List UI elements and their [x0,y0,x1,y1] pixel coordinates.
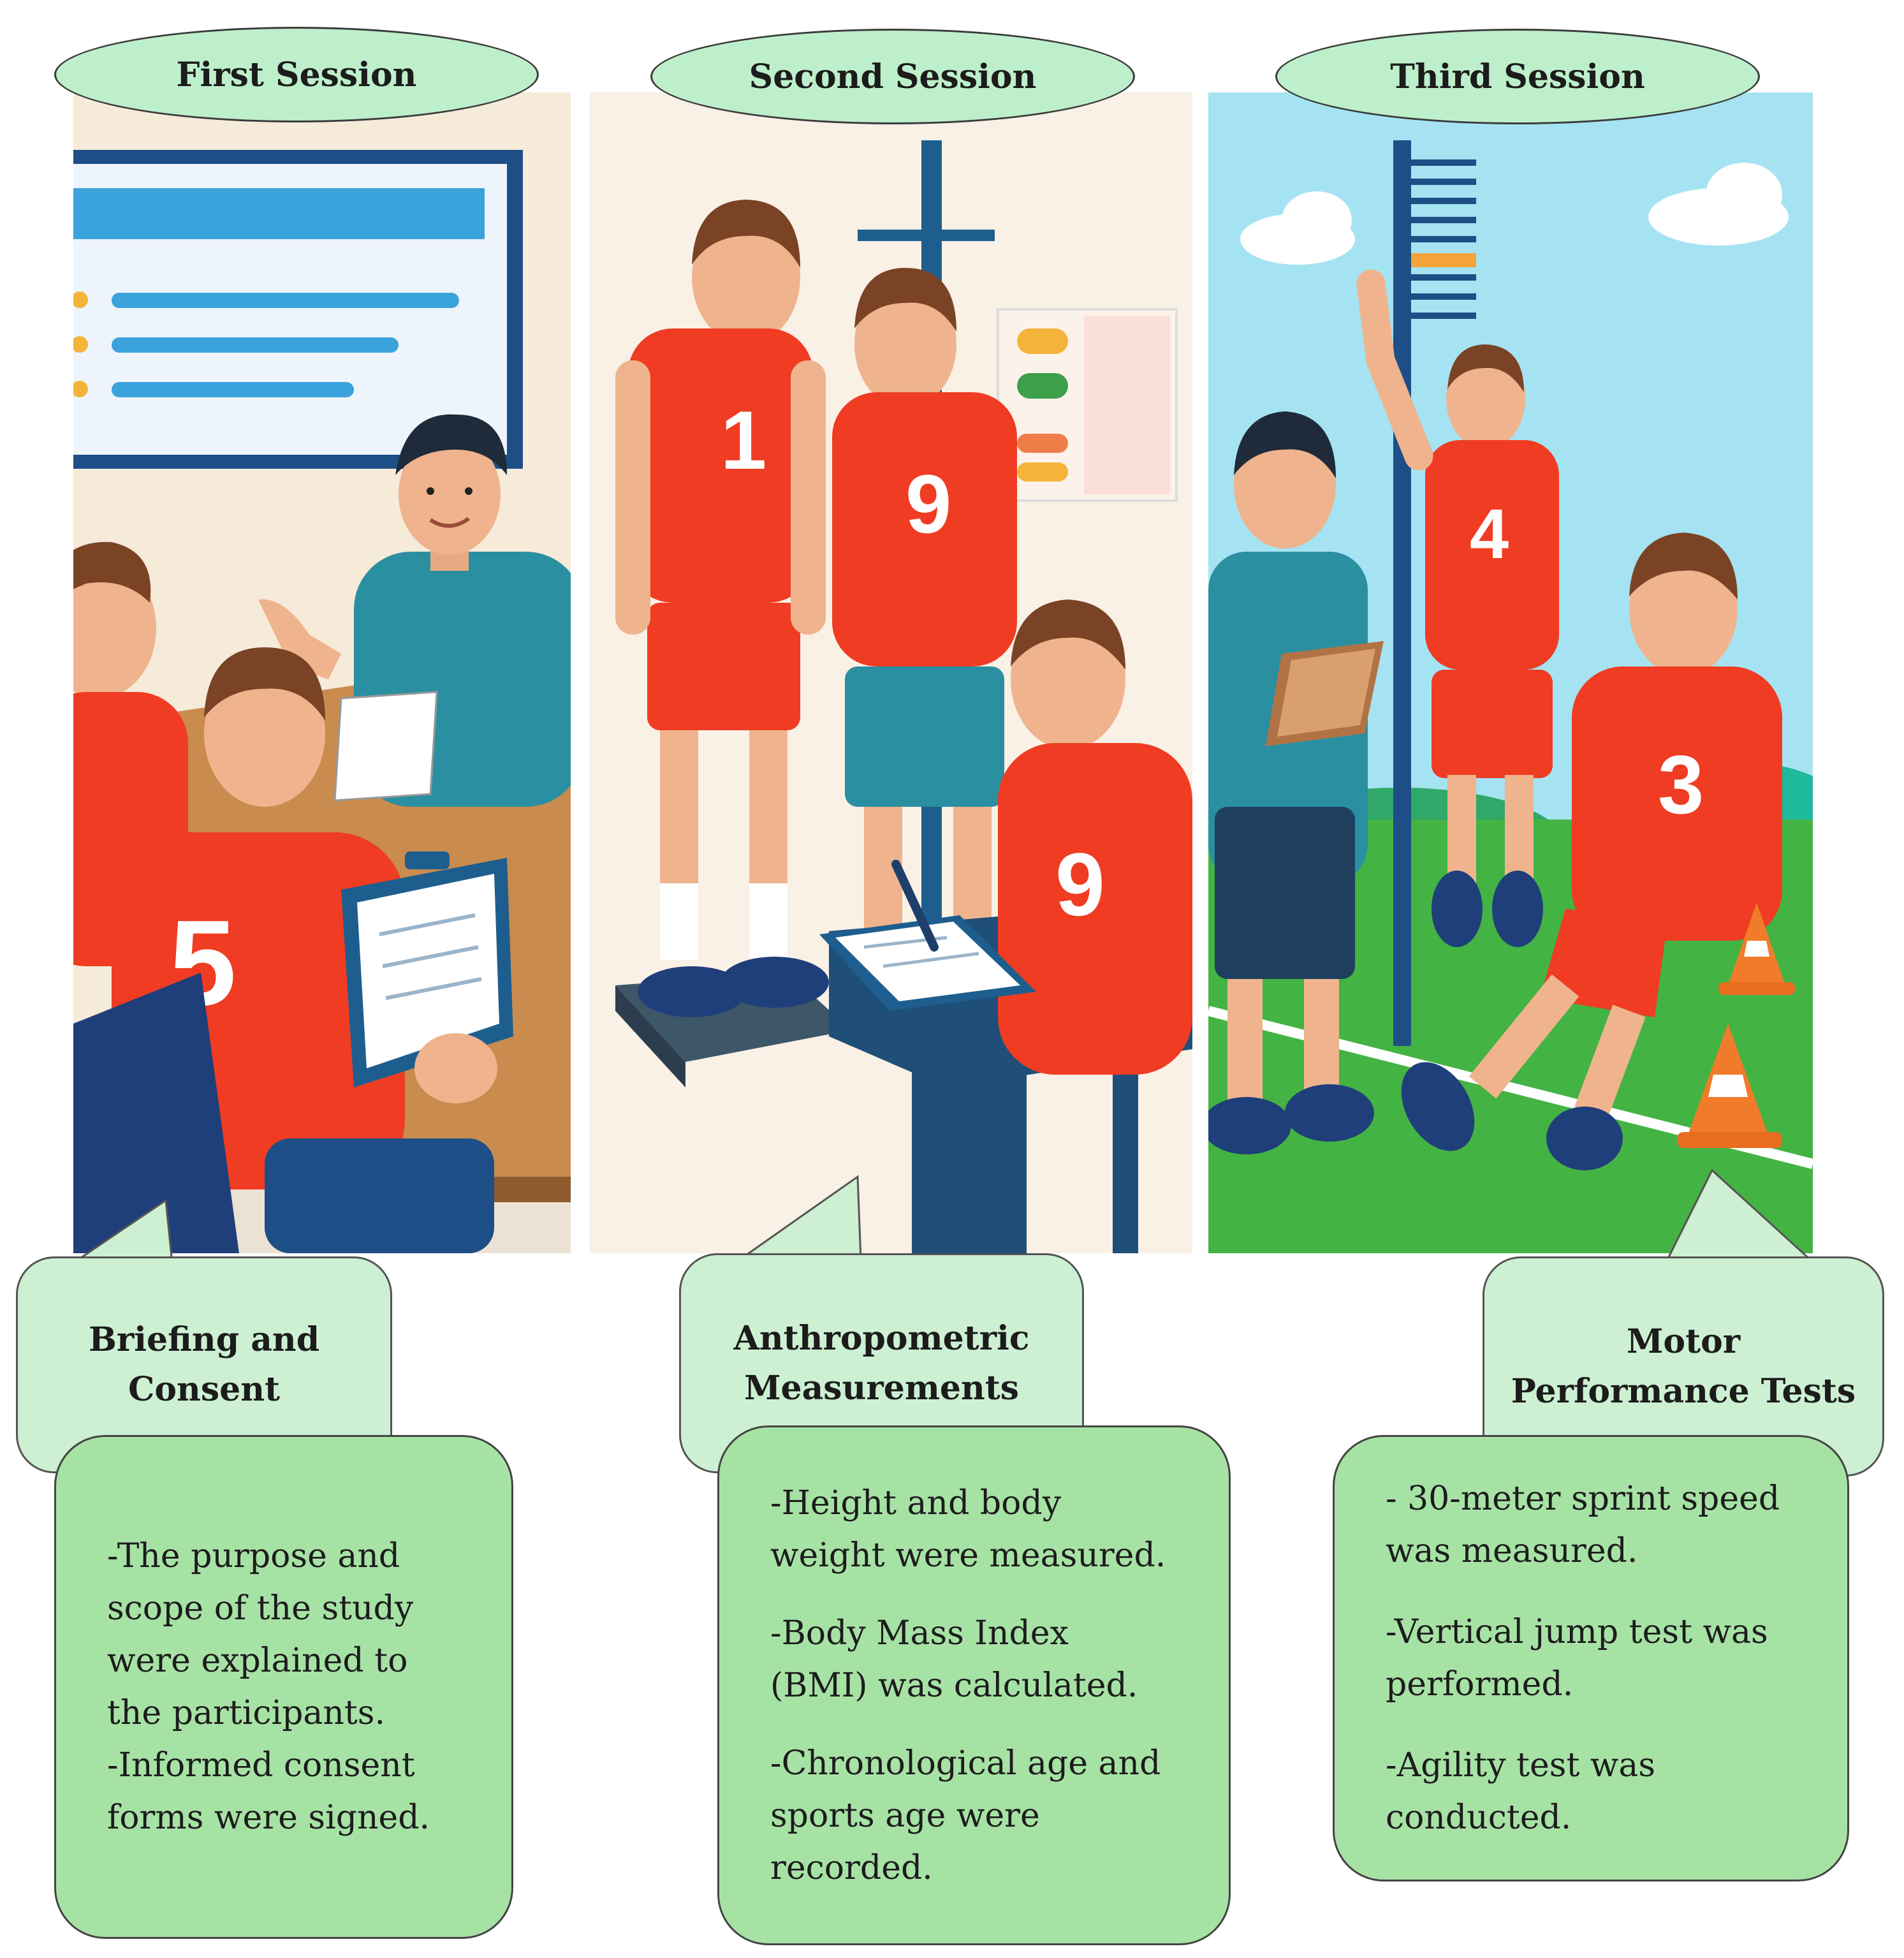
second-session-title-text: Second Session [749,57,1037,96]
callout-line: Motor [1626,1321,1741,1361]
chair [73,973,239,1253]
detail-line: recorded. [770,1848,933,1887]
detail-line: -Agility test was [1386,1746,1656,1785]
first-session-title: First Session [54,27,539,122]
second-session-details: -Height and body weight were measured. -… [717,1425,1231,1945]
detail-line: weight were measured. [770,1536,1166,1575]
jersey-number-1: 1 [721,394,766,487]
jersey-number-9-seated: 9 [1055,834,1105,934]
athlete-number-9-seated: 9 [998,600,1192,1075]
athlete-number-4: 4 [1356,269,1559,947]
detail-line: -Height and body [770,1483,1062,1522]
second-session-illustration: 1 9 [590,92,1192,1253]
callout-pointer-third [1662,1168,1820,1267]
athlete-number-3: 3 [1401,533,1782,1170]
third-session-title-text: Third Session [1390,57,1645,96]
third-session-illustration: 4 3 [1208,92,1813,1253]
detail-line: - 30-meter sprint speed [1386,1480,1780,1518]
third-session-title: Third Session [1275,29,1760,124]
callout-pointer-second [736,1175,862,1261]
detail-line: scope of the study [107,1589,414,1628]
detail-line: performed. [1386,1665,1574,1704]
cloud-icon [1240,163,1789,265]
wall-chart [997,308,1178,502]
second-session-title: Second Session [650,29,1135,124]
jersey-number-3: 3 [1658,738,1704,831]
jersey-number-9-standing: 9 [905,457,951,550]
paper-sheet [333,691,438,802]
detail-line: -Chronological age and [770,1744,1161,1783]
measurement-sheet [819,915,1036,1011]
detail-line: -Body Mass Index [770,1614,1069,1653]
callout-line: Measurements [743,1368,1020,1408]
callout-line: Performance Tests [1511,1371,1856,1411]
vertical-jump-pole [1393,140,1476,1046]
detail-line: -Vertical jump test was [1386,1613,1768,1651]
detail-line: conducted. [1386,1799,1572,1837]
first-session-illustration: 5 [73,92,571,1253]
detail-line: forms were signed. [107,1799,430,1837]
callout-line: Briefing and [88,1320,320,1359]
third-session-details: - 30-meter sprint speed was measured. -V… [1333,1435,1849,1881]
detail-line: sports age were [770,1796,1040,1835]
athlete-number-9-standing: 9 [832,268,1017,998]
detail-line: the participants. [107,1694,386,1732]
clipboard-icon [1266,641,1384,746]
callout-line: Consent [128,1370,281,1409]
detail-line: was measured. [1386,1532,1638,1570]
detail-line: -The purpose and [107,1537,400,1575]
jersey-number-4: 4 [1470,495,1509,573]
detail-line: were explained to [107,1642,408,1680]
callout-line: Anthropometric [733,1318,1030,1358]
first-session-title-text: First Session [176,55,417,94]
detail-line: -Informed consent [107,1746,415,1785]
detail-line: (BMI) was calculated. [770,1666,1138,1705]
first-session-details: -The purpose and scope of the study were… [54,1435,513,1939]
athlete-number-1: 1 [615,200,826,960]
pen-icon [891,860,939,952]
cone-icon [1677,902,1795,1148]
clipboard-icon [341,851,513,1087]
